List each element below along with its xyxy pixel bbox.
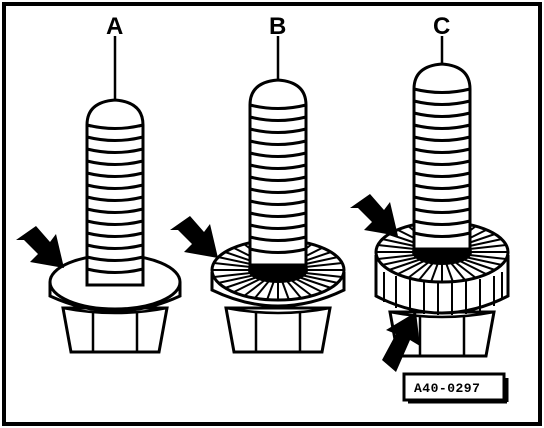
threaded-shank-b (248, 78, 308, 267)
hex-head-b (224, 306, 332, 354)
ribbed-washer-b (210, 238, 346, 308)
ribbed-washer-c (374, 220, 510, 315)
label-b: B (269, 13, 286, 40)
bolt-b: B (170, 13, 346, 354)
bolt-a: A (16, 13, 182, 354)
bolt-c: C (350, 13, 510, 372)
figure-code-box: A40-0297 (402, 372, 509, 404)
figure-code: A40-0297 (414, 381, 480, 396)
arrow-c-bottom-icon (382, 312, 420, 372)
threaded-shank-c (412, 62, 472, 251)
hex-head-a (61, 306, 169, 354)
label-a: A (106, 13, 123, 40)
threaded-shank-a (85, 98, 145, 287)
label-c: C (433, 13, 450, 40)
